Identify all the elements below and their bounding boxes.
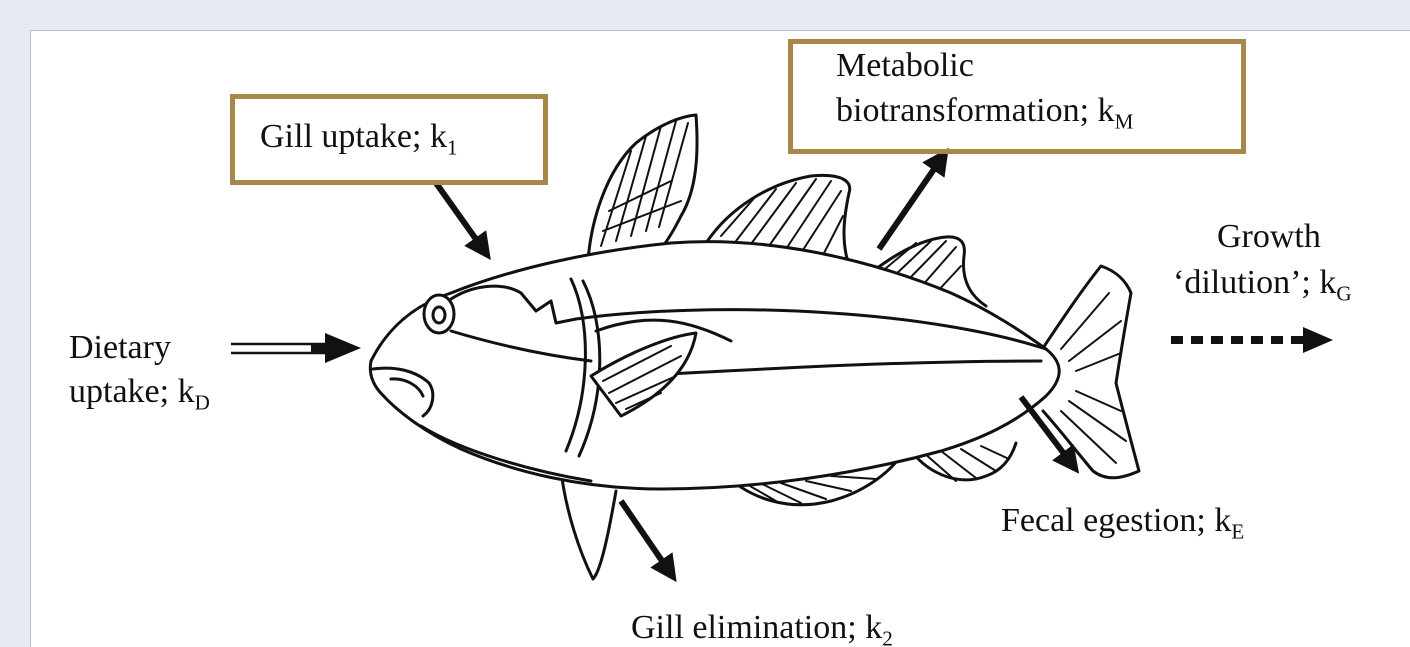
growth-label-line1: Growth: [1217, 217, 1321, 257]
metabolic-arrow: [879, 159, 941, 249]
dietary-label-line2: uptake; kD: [69, 372, 210, 422]
growth-dilution-arrow: [1171, 327, 1333, 353]
metabolic-label-line1: Metabolic: [836, 46, 974, 86]
diagram-frame: Gill uptake; k1 Metabolic biotransformat…: [30, 30, 1410, 647]
gill-elimination-arrow: [621, 501, 669, 571]
dietary-label-line1: Dietary: [69, 328, 171, 368]
dietary-uptake-arrow: [231, 333, 361, 363]
gill-uptake-arrow: [436, 183, 483, 249]
gill-elimination-label: Gill elimination; k2: [631, 608, 893, 647]
metabolic-label-line2: biotransformation; kM: [836, 91, 1133, 141]
growth-label-line2: ‘dilution’; kG: [1173, 263, 1352, 313]
gill-uptake-label: Gill uptake; k1: [260, 117, 458, 167]
fecal-egestion-label: Fecal egestion; kE: [1001, 501, 1244, 551]
